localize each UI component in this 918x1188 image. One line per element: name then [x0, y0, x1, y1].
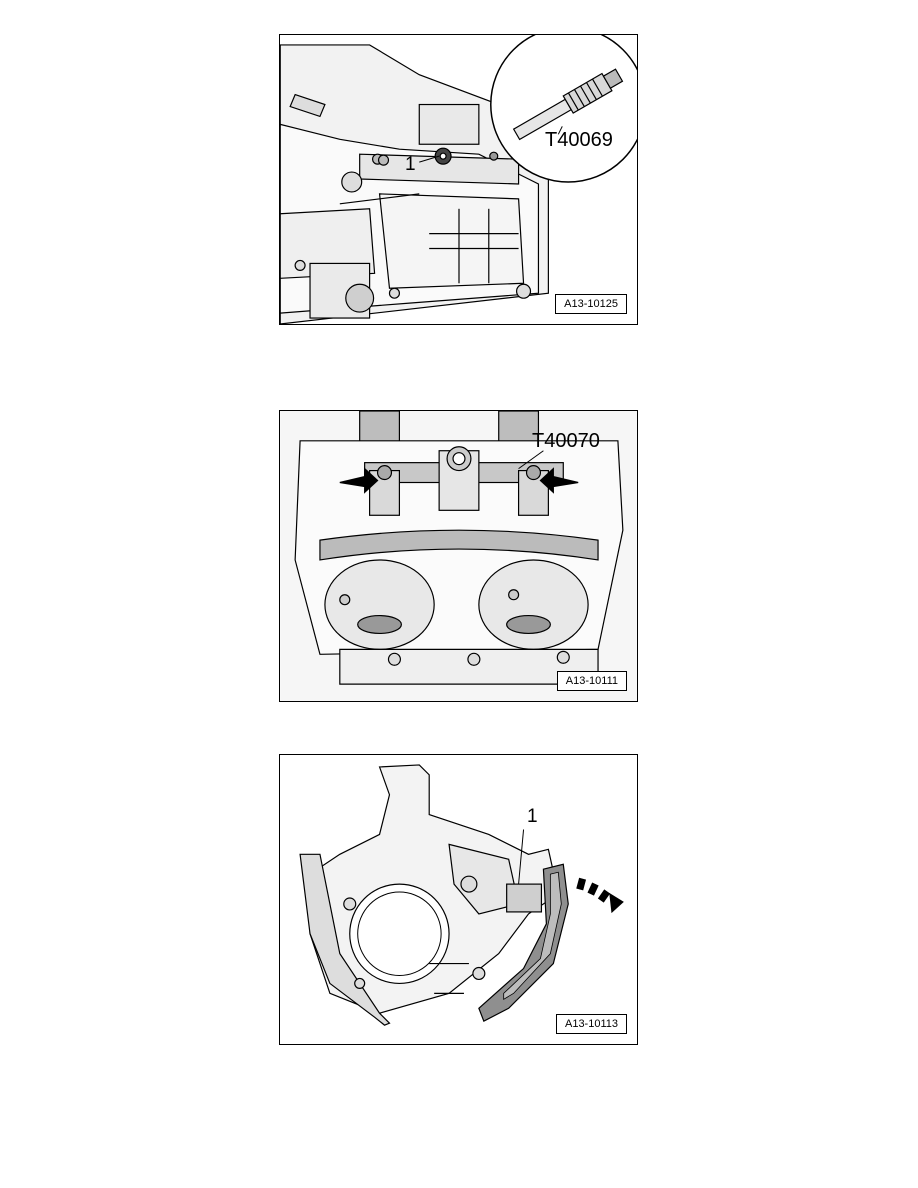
chain-tensioner-illustration — [299, 764, 624, 1026]
tool-label-t40070: T40070 — [532, 430, 600, 452]
figure-code: A13-10111 — [556, 671, 627, 691]
callout-1: 1 — [405, 154, 416, 175]
figure-chain-tensioner: 1 A13-10113 — [279, 754, 638, 1045]
tool-label-t40069: T40069 — [545, 129, 613, 151]
engine-block-illustration — [280, 35, 637, 324]
callout-1: 1 — [527, 806, 538, 827]
figure-camshaft-tool: T40070 A13-10111 — [279, 410, 638, 702]
camshaft-illustration — [280, 411, 637, 701]
figure-engine-block-tool: T40069 1 A13-10125 — [279, 34, 638, 325]
figure-code: A13-10125 — [555, 294, 627, 314]
figure-code: A13-10113 — [555, 1014, 627, 1034]
